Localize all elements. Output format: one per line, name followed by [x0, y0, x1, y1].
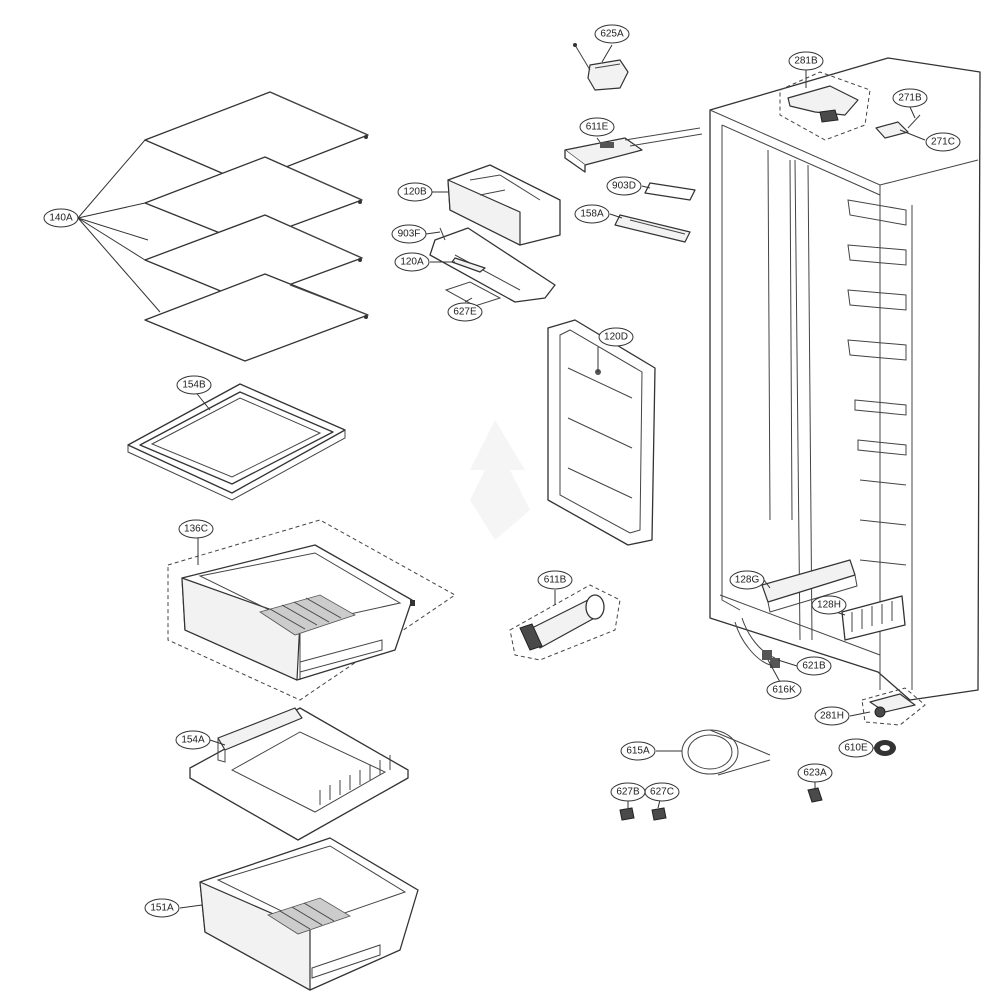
callout-label: 271C	[931, 137, 955, 148]
tray-part-611E	[564, 127, 703, 173]
callout-label: 120A	[400, 257, 424, 268]
cover-vent-slats	[319, 755, 391, 805]
callout-label: 611B	[544, 575, 567, 586]
glass-shelf-4	[144, 273, 369, 362]
glass-shelf-3	[144, 214, 363, 302]
callout-label: 128G	[735, 575, 760, 586]
callout-label: 281H	[820, 711, 844, 722]
clip-623A	[807, 787, 823, 803]
callout-616K: 616K	[766, 680, 802, 700]
callout-136C: 136C	[178, 519, 214, 539]
top-bracket-281B	[779, 71, 871, 141]
callout-627E: 627E	[447, 302, 483, 322]
glass-shelf-2	[144, 156, 363, 244]
clip-627B	[619, 807, 635, 821]
water-tube-615A	[681, 729, 771, 776]
callout-271B: 271B	[892, 88, 928, 108]
callout-label: 136C	[184, 524, 208, 535]
bar-158A	[614, 214, 691, 243]
rack-128H	[841, 595, 906, 641]
callout-label: 627E	[453, 307, 477, 318]
ring-610E	[874, 740, 896, 756]
callout-label: 625A	[600, 29, 624, 40]
callout-label: 154B	[182, 380, 206, 391]
callout-627B: 627B	[610, 782, 646, 802]
housing-120B	[447, 164, 561, 246]
callout-128H: 128H	[811, 595, 847, 615]
glass-shelf-1	[144, 91, 369, 184]
shelf-rails-left	[767, 149, 793, 521]
callout-label: 616K	[772, 685, 796, 696]
callout-154B: 154B	[176, 375, 212, 395]
callout-271C: 271C	[925, 132, 961, 152]
callout-154A: 154A	[175, 730, 211, 750]
callout-151A: 151A	[144, 898, 180, 918]
callout-label: 611E	[586, 122, 609, 133]
callout-128G: 128G	[729, 570, 765, 590]
hinge-281H	[861, 687, 926, 726]
cover-120A	[429, 227, 556, 303]
callout-623A: 623A	[797, 763, 833, 783]
callout-120D: 120D	[598, 327, 634, 347]
tube-connector-621B	[734, 617, 780, 668]
callout-611E: 611E	[579, 117, 615, 137]
callout-120B: 120B	[397, 182, 433, 202]
callout-label: 627C	[650, 787, 674, 798]
callout-label: 271B	[898, 93, 922, 104]
shelf-frame-154B	[127, 383, 346, 501]
drawer-grid	[259, 594, 356, 636]
callout-label: 610E	[844, 743, 868, 754]
callout-140A: 140A	[43, 208, 79, 228]
filter-611B	[509, 584, 621, 661]
drawer-cover-154A	[189, 707, 409, 841]
callout-label: 621B	[802, 661, 826, 672]
hinge-271B	[875, 114, 921, 139]
callout-label: 627B	[616, 787, 640, 798]
callout-281B: 281B	[788, 51, 824, 71]
callout-label: 615A	[626, 746, 650, 757]
panel-120D	[547, 319, 656, 546]
callout-label: 140A	[49, 213, 73, 224]
watermark	[470, 420, 530, 540]
callout-label: 128H	[817, 600, 841, 611]
gasket-627E	[444, 281, 502, 307]
callout-label: 151A	[150, 903, 174, 914]
callout-158A: 158A	[574, 204, 610, 224]
callout-281H: 281H	[814, 706, 850, 726]
callout-625A: 625A	[594, 24, 630, 44]
callout-label: 120B	[403, 187, 427, 198]
callout-label: 903F	[398, 229, 421, 240]
callout-610E: 610E	[838, 738, 874, 758]
callout-611B: 611B	[537, 570, 573, 590]
callout-903D: 903D	[606, 176, 642, 196]
callout-label: 903D	[612, 181, 636, 192]
callout-615A: 615A	[620, 741, 656, 761]
strip-903D	[644, 182, 696, 201]
callout-627C: 627C	[644, 782, 680, 802]
crisper-drawer-151A	[199, 837, 419, 991]
callout-120A: 120A	[394, 252, 430, 272]
clip-627C	[651, 807, 667, 821]
callout-label: 623A	[803, 768, 827, 779]
callout-label: 158A	[580, 209, 604, 220]
callout-label: 120D	[604, 332, 628, 343]
callout-label: 281B	[794, 56, 818, 67]
callout-621B: 621B	[796, 656, 832, 676]
rack-128G	[761, 559, 858, 613]
callout-label: 154A	[181, 735, 205, 746]
shelf-rails-right	[847, 199, 907, 566]
lamp-part-625A	[573, 43, 629, 91]
callout-903F: 903F	[391, 224, 427, 244]
crisper-drawer-136C	[167, 519, 456, 701]
refrigerator-cabinet	[709, 57, 981, 701]
